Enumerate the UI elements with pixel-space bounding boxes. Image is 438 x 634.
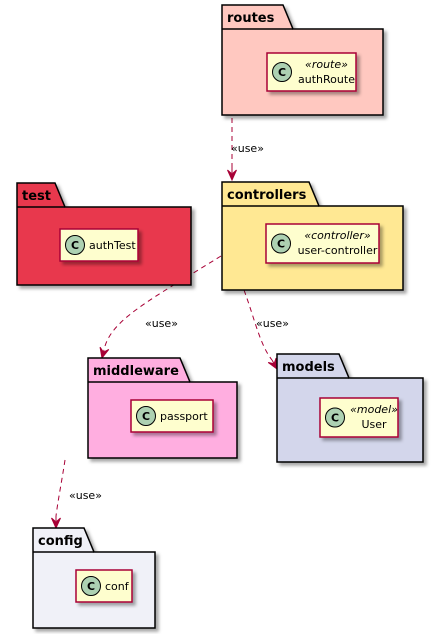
class-letter: C: [277, 238, 285, 251]
class-name: user-controller: [298, 244, 378, 257]
class-icon: C: [81, 576, 101, 596]
class-stereotype: «model»: [350, 403, 398, 416]
edge-label: «use»: [256, 317, 289, 330]
class-icon: C: [271, 233, 291, 254]
edge-line-tail: [271, 359, 278, 370]
class-name: passport: [160, 410, 208, 423]
class-icon: C: [325, 407, 345, 428]
edge-label: «use»: [145, 317, 178, 330]
arrowhead-icon: [99, 346, 110, 360]
edge-label: «use»: [69, 489, 102, 502]
class-name: authTest: [89, 239, 136, 252]
dependency-edge-controllers-middleware: «use»: [99, 255, 222, 360]
class-name: authRoute: [298, 73, 355, 86]
class-name: User: [361, 418, 387, 431]
edge-line: [103, 255, 222, 351]
class-circle: [65, 235, 85, 255]
class-letter: C: [87, 580, 95, 593]
class-stereotype: «route»: [305, 58, 348, 71]
class-letter: C: [278, 66, 286, 79]
package-title: controllers: [227, 188, 307, 203]
class-icon: C: [65, 235, 85, 255]
class-stereotype: «controller»: [304, 229, 371, 242]
package-title: models: [282, 360, 335, 375]
edges-layer: «use» «use» «use» «use»: [51, 118, 289, 530]
dependency-edge-routes-controllers: «use»: [227, 118, 264, 182]
package-title: middleware: [93, 364, 179, 379]
arrowhead-icon: [51, 517, 61, 530]
dependency-edge-middleware-config: «use»: [51, 459, 102, 530]
class-User[interactable]: C «model» User: [319, 397, 399, 438]
package-title: config: [38, 534, 83, 549]
arrowhead-icon: [267, 357, 278, 371]
arrowhead-icon: [227, 169, 237, 182]
class-circle: [272, 62, 292, 82]
class-authRoute[interactable]: C «route» authRoute: [266, 52, 357, 92]
package-title: routes: [227, 11, 275, 26]
class-letter: C: [331, 412, 339, 425]
class-circle: [136, 406, 156, 426]
class-circle: [81, 576, 101, 596]
class-letter: C: [71, 239, 79, 252]
edge-label: «use»: [231, 142, 264, 155]
class-circle: [325, 407, 345, 428]
class-icon: C: [272, 62, 292, 82]
edge-line: [55, 459, 66, 517]
class-name: conf: [105, 580, 130, 593]
package-title: test: [22, 189, 51, 204]
class-circle: [271, 233, 291, 254]
class-letter: C: [142, 410, 150, 423]
class-user-controller[interactable]: C «controller» user-controller: [265, 223, 380, 264]
class-icon: C: [136, 406, 156, 426]
